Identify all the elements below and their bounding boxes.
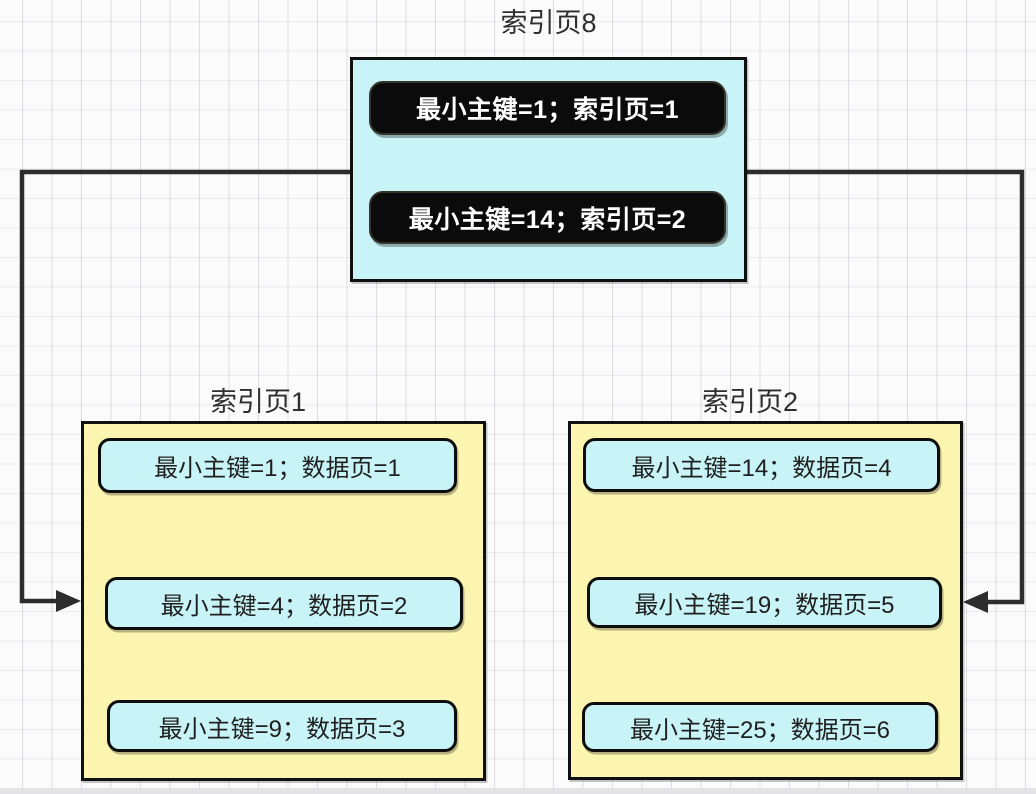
index1-node-title: 索引页1 [210, 387, 307, 417]
index1-row-1: 最小主键=1；数据页=1 [98, 438, 457, 493]
index2-row-2: 最小主键=19；数据页=5 [587, 577, 942, 628]
root-entry-2: 最小主键=14；索引页=2 [369, 191, 726, 244]
root-node-title: 索引页8 [500, 8, 597, 38]
edge-root-to-index1-arrowhead [56, 590, 81, 612]
index1-row-2: 最小主键=4；数据页=2 [105, 577, 463, 630]
index2-row-3: 最小主键=25；数据页=6 [582, 702, 938, 752]
bottom-edge-strip [0, 788, 1036, 794]
edge-root-to-index2-arrowhead [963, 591, 988, 613]
index2-row-1: 最小主键=14；数据页=4 [583, 438, 940, 492]
index-page-2-node: 最小主键=14；数据页=4 最小主键=19；数据页=5 最小主键=25；数据页=… [568, 421, 963, 780]
root-index-page-node: 最小主键=1；索引页=1 最小主键=14；索引页=2 [350, 57, 747, 282]
index-page-1-node: 最小主键=1；数据页=1 最小主键=4；数据页=2 最小主键=9；数据页=3 [81, 421, 486, 781]
index2-node-title: 索引页2 [702, 387, 799, 417]
index1-row-3: 最小主键=9；数据页=3 [107, 700, 457, 752]
root-entry-1: 最小主键=1；索引页=1 [369, 81, 726, 135]
